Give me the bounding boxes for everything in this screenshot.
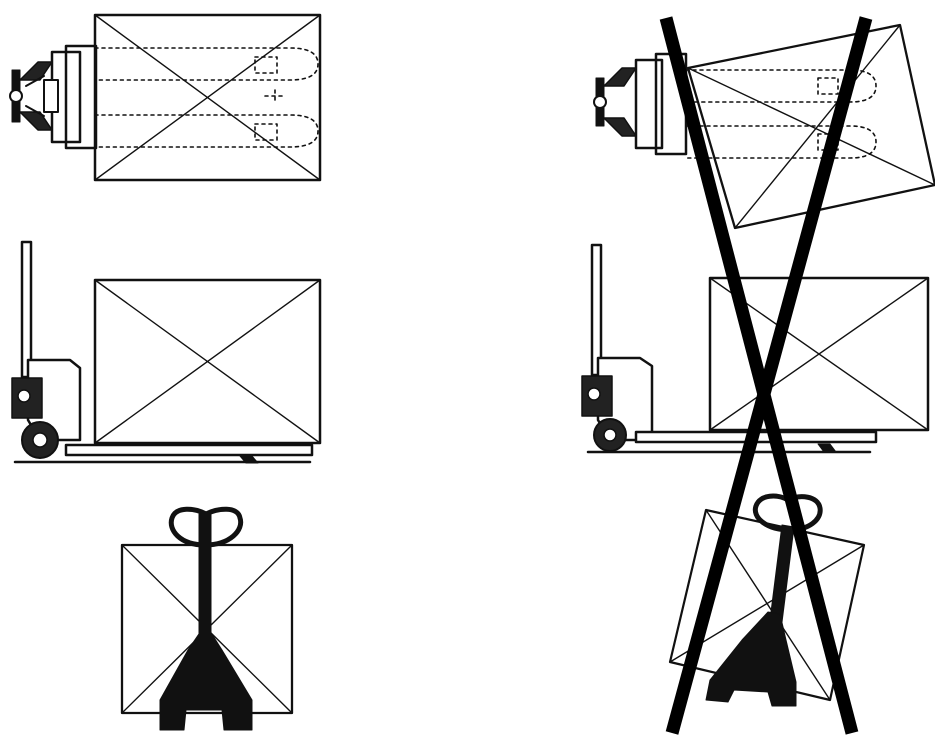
correct-side-view (12, 242, 320, 463)
correct-front-view (122, 509, 292, 730)
load-box-side (95, 280, 320, 443)
pallet-truck-top (10, 46, 96, 148)
pallet-truck-side (12, 242, 312, 463)
correct-top-view (10, 15, 320, 180)
load-box-top (95, 15, 320, 180)
panel-incorrect (582, 18, 935, 733)
pallet-truck-front (160, 509, 252, 730)
incorrect-top-view (594, 25, 935, 228)
panel-correct (10, 15, 320, 730)
